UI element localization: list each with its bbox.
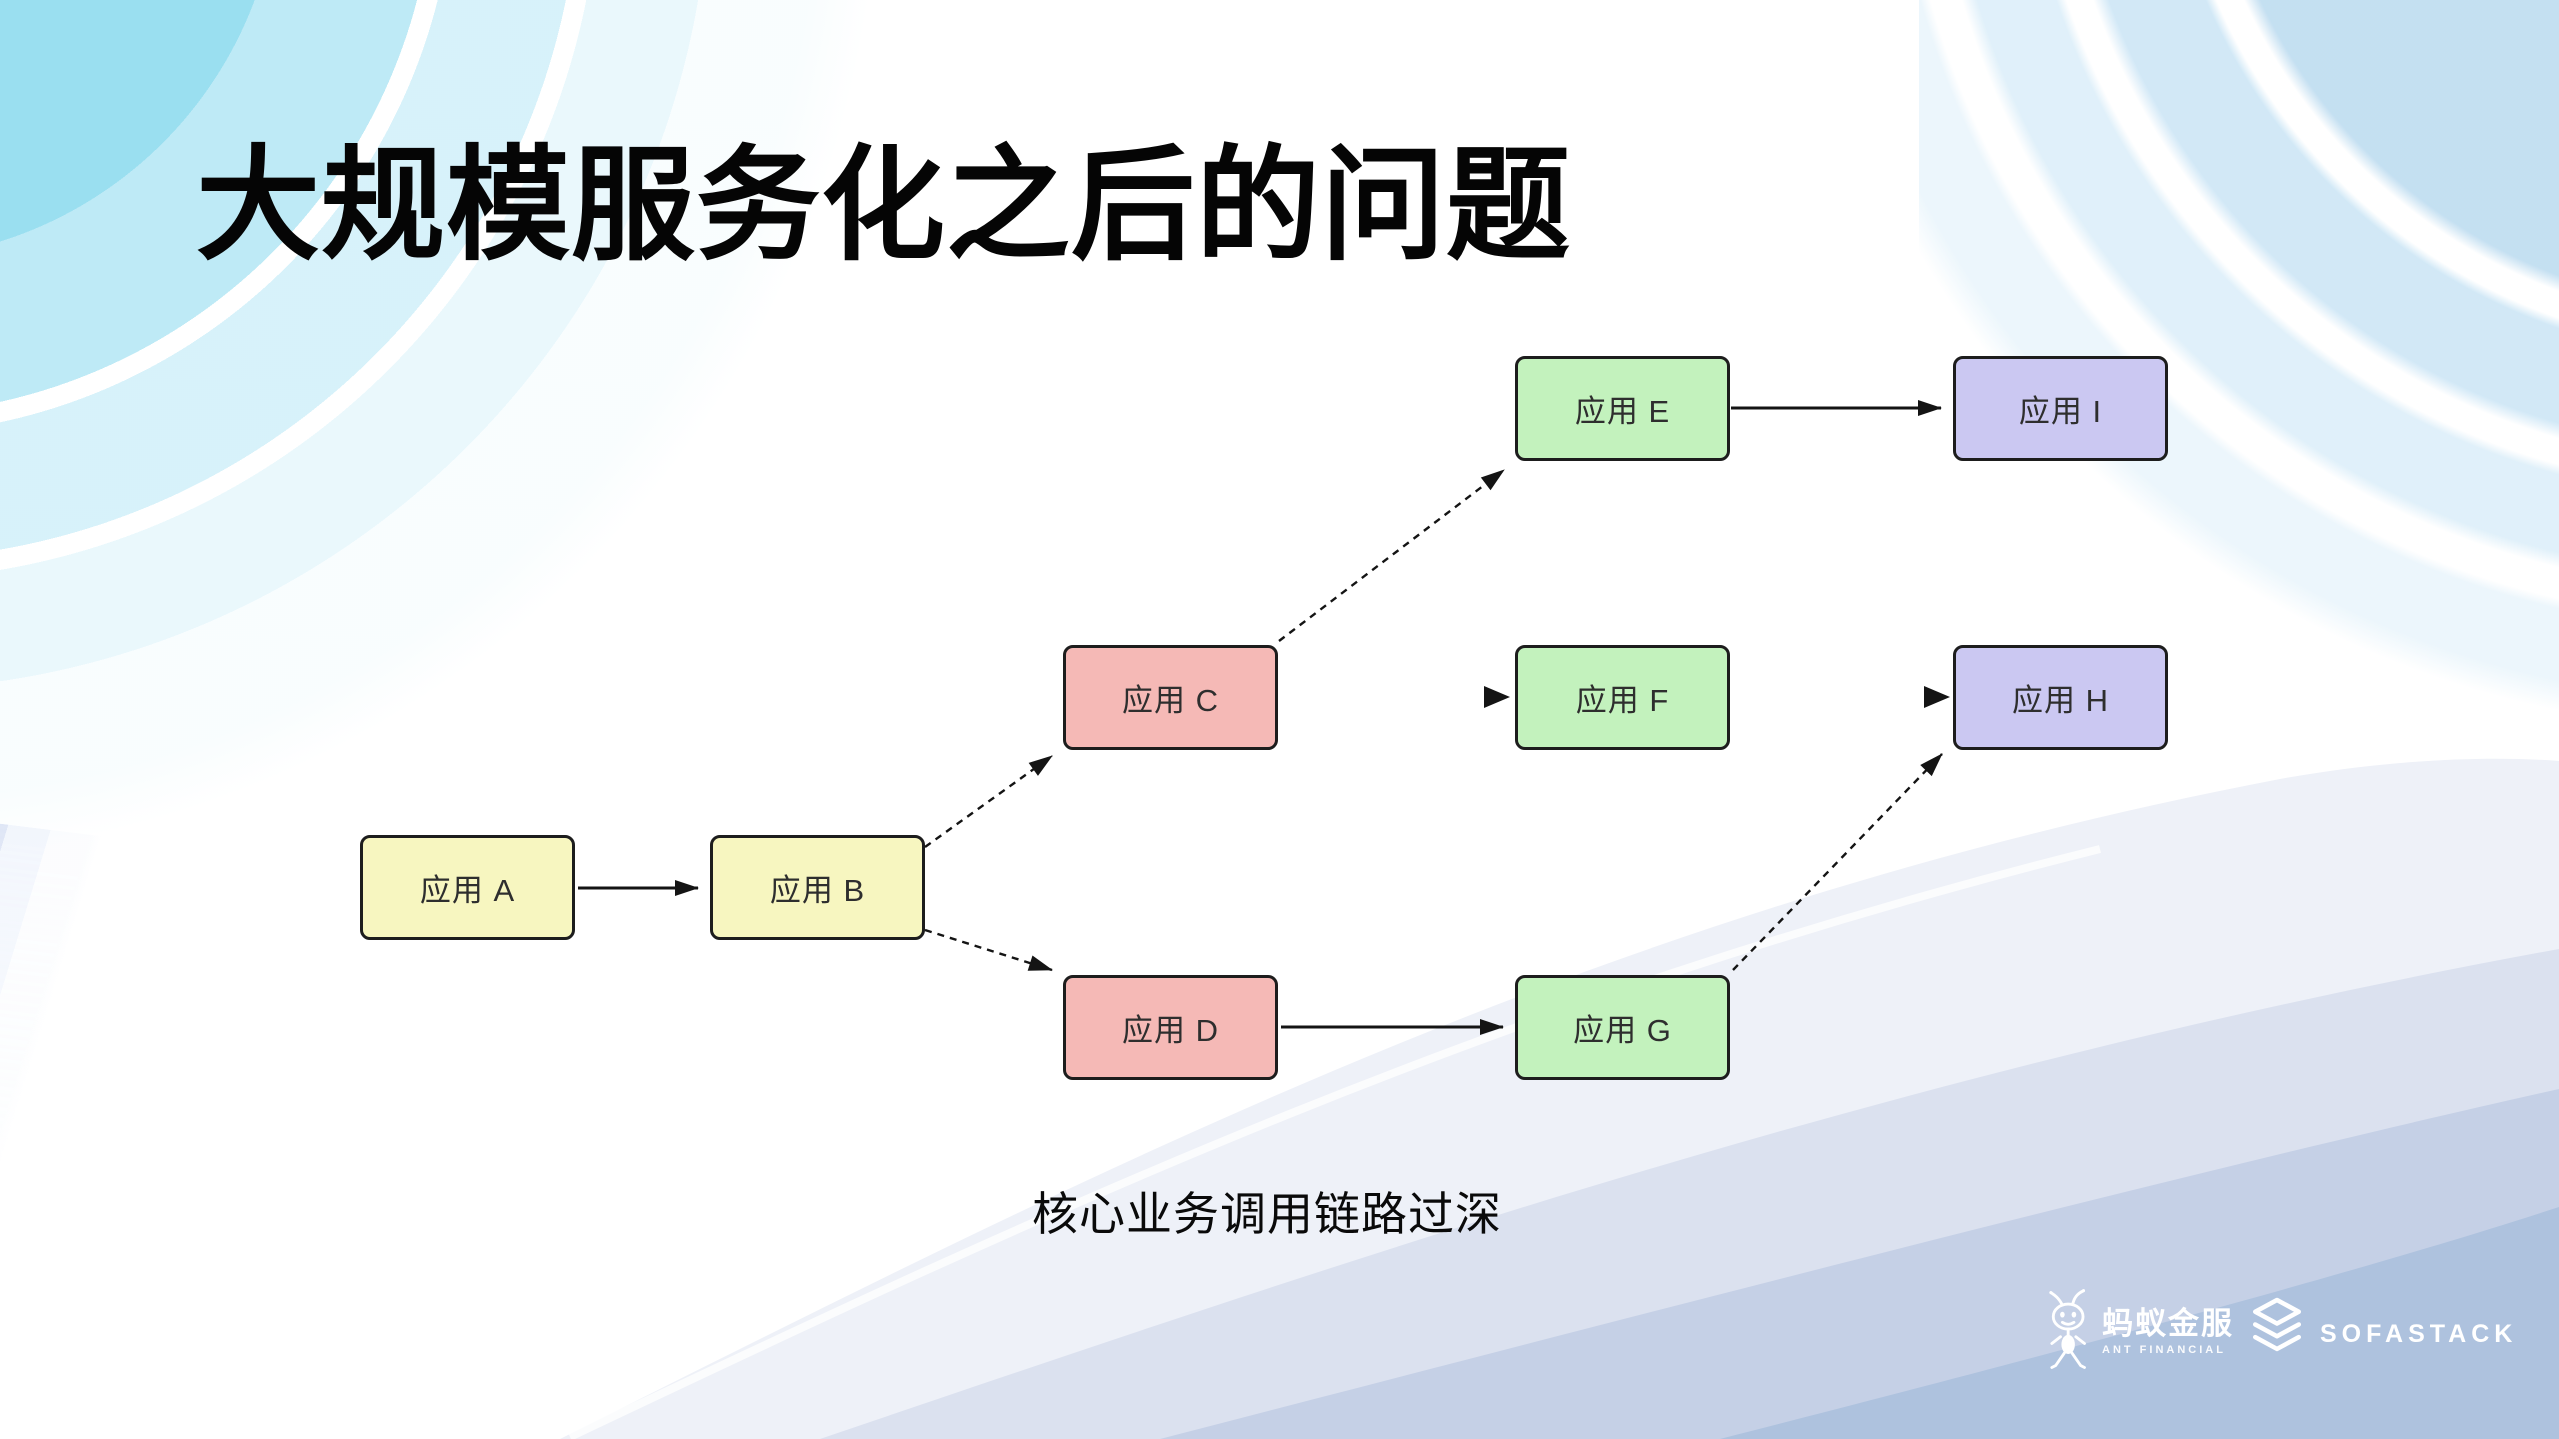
node-app-f-label: 应用 F [1575,683,1670,718]
node-app-c-label: 应用 C [1122,683,1219,718]
node-app-h-label: 应用 H [2012,683,2109,718]
left-edge-wave-tail [0,820,229,1439]
node-app-b: 应用 B [710,835,925,940]
node-app-e-label: 应用 E [1574,394,1671,429]
stub-arrowhead-into-f [1484,686,1510,708]
edge-b-c [924,755,1053,848]
edge-g-h [1732,753,1943,971]
node-app-h: 应用 H [1953,645,2168,750]
page-title: 大规模服务化之后的问题 [196,137,1572,275]
node-app-g: 应用 G [1515,975,1730,1080]
ant-financial-cn-text: 蚂蚁金服 [2102,1306,2234,1341]
node-app-a-label: 应用 A [419,873,516,908]
node-app-g-label: 应用 G [1573,1013,1672,1048]
ant-financial-en-text: ANT FINANCIAL [2102,1344,2226,1356]
node-app-f: 应用 F [1515,645,1730,750]
node-app-d-label: 应用 D [1122,1013,1219,1048]
footer-logos: 蚂蚁金服 ANT FINANCIAL SOFASTACK [2040,1282,2520,1402]
node-app-d: 应用 D [1063,975,1278,1080]
ant-financial-mascot-icon [2048,1288,2096,1379]
node-app-b-label: 应用 B [769,873,866,908]
node-app-c: 应用 C [1063,645,1278,750]
sofastack-wordmark: SOFASTACK [2320,1320,2518,1348]
edge-b-d [924,928,1053,972]
ant-financial-wordmark: 蚂蚁金服 ANT FINANCIAL [2102,1308,2234,1356]
node-app-i: 应用 I [1953,356,2168,461]
sofastack-layers-icon [2248,1296,2306,1367]
stub-arrowhead-into-h [1924,686,1950,708]
node-app-e: 应用 E [1515,356,1730,461]
edge-c-e [1278,469,1505,642]
diagram-caption: 核心业务调用链路过深 [1032,1188,1502,1240]
node-app-a: 应用 A [360,835,575,940]
node-app-i-label: 应用 I [2018,394,2103,429]
